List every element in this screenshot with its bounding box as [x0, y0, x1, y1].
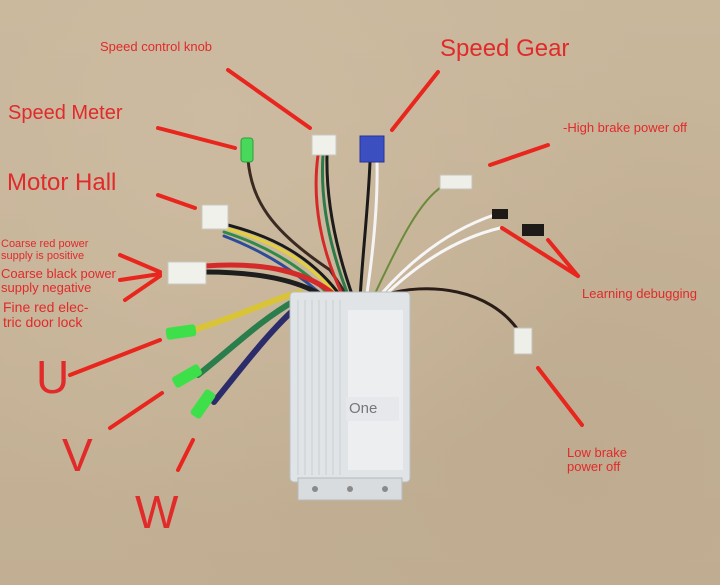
label-fine-red-line2: tric door lock	[3, 314, 83, 331]
label-learning-debugging: Learning debugging	[582, 286, 697, 301]
phase-v-connector	[172, 364, 202, 388]
wire-bundle	[190, 153, 520, 405]
arrow-speed-knob	[226, 68, 312, 130]
label-low-brake-line2: power off	[567, 459, 621, 475]
arrow-learning-2	[546, 238, 580, 278]
arrow-low-brake	[536, 366, 584, 427]
label-coarse-black: Coarse black power supply negative	[1, 266, 116, 296]
wire-knob-black	[325, 153, 356, 302]
arrow-v	[108, 391, 164, 430]
speed-meter-connector	[240, 137, 254, 163]
arrow-speed-gear	[390, 70, 440, 132]
label-v-phase: V	[62, 429, 93, 481]
arrow-high-brake	[488, 143, 550, 167]
hall-connector	[201, 204, 229, 230]
wire-learning-2	[376, 226, 502, 304]
wire-hall-black	[222, 222, 344, 300]
label-high-brake: -High brake power off	[563, 120, 688, 135]
phase-w-connector	[190, 389, 216, 419]
wire-knob-red	[314, 153, 347, 302]
wire-phase-v	[195, 297, 299, 378]
wire-hall-yellow	[222, 226, 342, 302]
arrow-speed-meter	[156, 126, 237, 150]
arrow-w	[176, 438, 195, 472]
annotation-arrows	[68, 68, 584, 472]
arrow-power-2	[118, 272, 162, 282]
label-coarse-black-line1: Coarse black power	[1, 266, 116, 281]
wire-learning-1	[374, 213, 496, 302]
label-speed-control-knob: Speed control knob	[100, 39, 213, 54]
label-coarse-red: Coarse red power supply is positive	[1, 238, 88, 262]
arrow-power-1	[118, 253, 162, 274]
label-coarse-red-line1: Coarse red power	[1, 238, 89, 250]
arrow-motor-hall	[156, 193, 197, 210]
knob-connector	[311, 134, 337, 156]
learning-connector-2	[522, 224, 544, 236]
label-coarse-black-line2: supply negative	[1, 280, 92, 296]
label-speed-meter: Speed Meter	[8, 102, 123, 124]
learning-connector-1	[492, 209, 508, 219]
low-brake-connector	[513, 327, 533, 355]
label-speed-gear: Speed Gear	[440, 35, 570, 62]
wire-speed-meter	[246, 158, 352, 302]
arrow-power-3	[123, 274, 162, 302]
label-low-brake-line1: Low brake	[567, 445, 627, 460]
wire-high-brake	[371, 185, 444, 301]
label-fine-red: Fine red elec- tric door lock	[3, 299, 89, 331]
controller-tag: One	[346, 397, 399, 421]
phase-u-connector	[165, 324, 197, 340]
label-low-brake: Low brake power off	[567, 445, 627, 475]
arrow-u	[68, 338, 162, 377]
power-connector	[167, 261, 207, 285]
wire-phase-w	[211, 303, 301, 405]
label-w-phase: W	[135, 486, 179, 538]
label-fine-red-line1: Fine red elec-	[3, 299, 89, 315]
wire-gear-black	[358, 160, 372, 302]
wire-phase-u	[190, 289, 303, 333]
wire-power-red	[202, 262, 343, 303]
high-brake-connector	[439, 174, 473, 190]
wire-knob-green	[321, 153, 352, 302]
label-coarse-red-line2: supply is positive	[1, 250, 85, 263]
wire-hall-green	[222, 230, 338, 304]
gear-connector	[359, 135, 385, 163]
label-motor-hall: Motor Hall	[7, 169, 117, 196]
wire-gear-white	[364, 160, 379, 302]
controller-box	[289, 291, 411, 501]
arrow-learning-1	[500, 226, 580, 278]
label-u-phase: U	[36, 351, 70, 403]
